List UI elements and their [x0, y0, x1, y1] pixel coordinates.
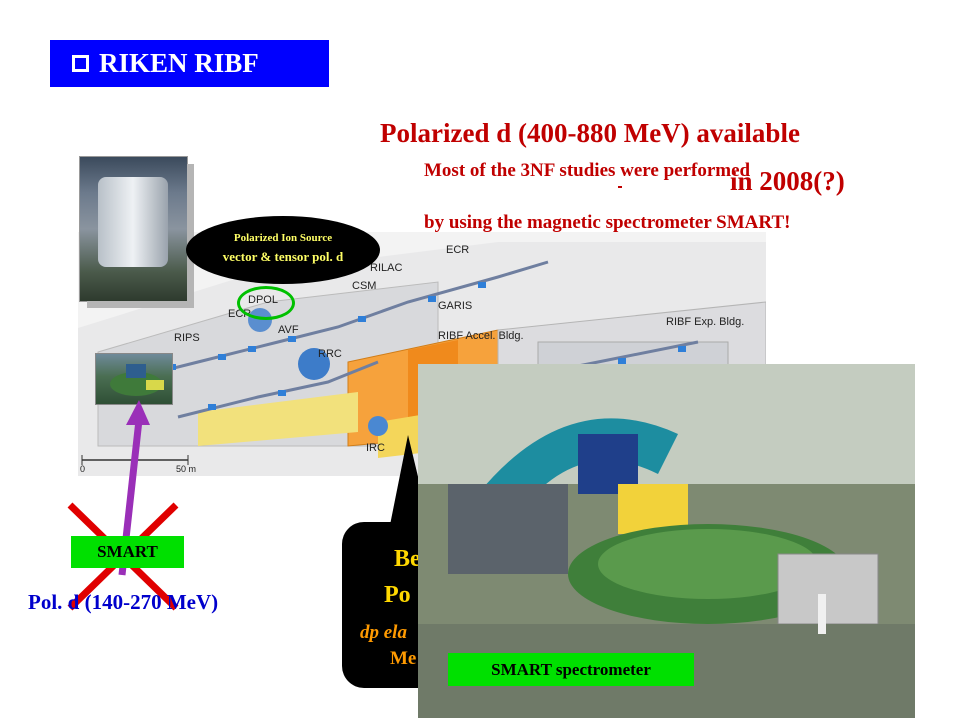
map-label-csm: CSM — [352, 280, 377, 292]
pol-d-energy-range: Pol. d (140-270 MeV) — [28, 590, 219, 614]
arrow-up-head-icon — [126, 400, 150, 425]
section-title-text: RIKEN RIBF — [99, 48, 259, 78]
map-scale-start: 0 — [80, 464, 86, 474]
map-scale-end: 50 m — [176, 464, 197, 474]
dpol-highlight-ring — [237, 286, 295, 320]
smart-thumbnail — [95, 353, 173, 405]
map-label-ribf-exp: RIBF Exp. Bldg. — [666, 316, 745, 328]
map-label-irc: IRC — [366, 442, 385, 454]
smart-thumbnail-drawing — [110, 364, 164, 396]
callout-line-3: dp ela — [360, 622, 407, 643]
map-label-garis: GARIS — [438, 300, 473, 312]
photo-shadow-bottom — [87, 301, 194, 308]
map-label-ribf-accel: RIBF Accel. Bldg. — [438, 330, 524, 342]
ion-source-machine-image — [98, 177, 168, 267]
ion-source-title: Polarized Ion Source — [233, 232, 333, 244]
spectrometer-label: SMART spectrometer — [448, 653, 694, 686]
ion-source-photo — [79, 156, 194, 308]
map-label-avf: AVF — [278, 324, 299, 336]
map-label-rrc: RRC — [318, 348, 342, 360]
map-label-rilac: RILAC — [370, 262, 403, 274]
headline-date: in 2008(?) — [730, 166, 845, 196]
headline: Polarized d (400-880 MeV) available — [380, 118, 800, 148]
map-label-ecr-top: ECR — [446, 244, 470, 256]
section-title: RIKEN RIBF — [50, 40, 329, 87]
callout-line-1: Be — [394, 546, 421, 572]
note-line-1: Most of the 3NF studies were performed — [424, 160, 751, 181]
note-strike-mark — [618, 186, 622, 188]
smart-label: SMART — [71, 536, 184, 568]
checkbox-bullet-icon — [72, 55, 89, 73]
callout-line-2: Po — [384, 582, 411, 608]
ion-source-callout: Polarized Ion Source vector & tensor pol… — [186, 216, 380, 284]
note-line-2: by using the magnetic spectrometer SMART… — [424, 212, 791, 233]
ion-source-subtitle: vector & tensor pol. d — [222, 249, 344, 264]
photo-shadow — [187, 164, 194, 308]
callout-line-4: Me — [390, 648, 417, 669]
map-label-rips: RIPS — [174, 332, 200, 344]
